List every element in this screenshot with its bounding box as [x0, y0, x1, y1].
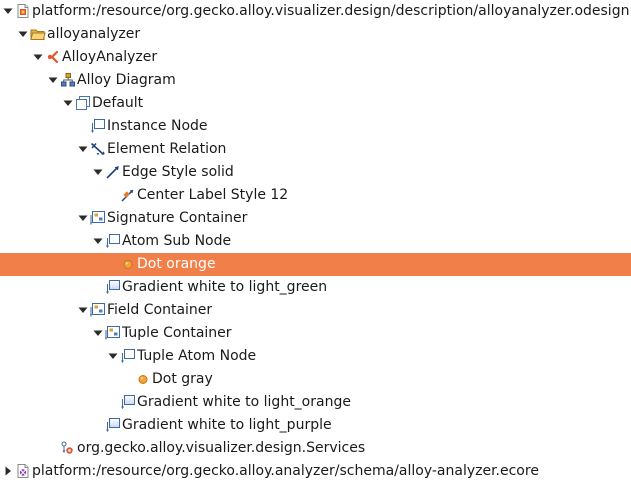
tree-item-label: Default: [92, 95, 144, 111]
tree-item-label: Element Relation: [107, 141, 227, 157]
tree-item-label: Center Label Style 12: [137, 187, 289, 203]
tree-item[interactable]: Tuple Atom Node: [0, 345, 631, 368]
tree-item-selected[interactable]: Dot orange: [0, 253, 631, 276]
tree-item-label: Instance Node: [107, 118, 208, 134]
tree-item-label: platform:/resource/org.gecko.alloy.analy…: [32, 463, 539, 479]
tree-item[interactable]: Element Relation: [0, 138, 631, 161]
expand-arrow-open-icon[interactable]: [2, 5, 14, 17]
dot-style-icon: [135, 371, 151, 387]
tree-item-label: Atom Sub Node: [122, 233, 232, 249]
container-mapping-icon: [105, 325, 121, 341]
tree-item-label: Field Container: [107, 302, 213, 318]
tree-item-label: Gradient white to light_orange: [137, 394, 351, 410]
expand-arrow-open-icon[interactable]: [77, 304, 89, 316]
tree-item-label: Tuple Container: [122, 325, 232, 341]
ecore-file-icon: [15, 463, 31, 479]
folder-icon: [30, 26, 46, 42]
edge-style-icon: [105, 164, 121, 180]
java-extension-icon: [60, 440, 76, 456]
tree-item[interactable]: Instance Node: [0, 115, 631, 138]
tree-item-label: platform:/resource/org.gecko.alloy.visua…: [32, 3, 630, 19]
node-mapping-icon: [90, 118, 106, 134]
tree-item-label: Gradient white to light_purple: [122, 417, 332, 433]
tree-item[interactable]: Gradient white to light_purple: [0, 414, 631, 437]
tree-item[interactable]: alloyanalyzer: [0, 23, 631, 46]
expand-arrow-open-icon[interactable]: [92, 235, 104, 247]
dot-style-icon: [120, 256, 136, 272]
gradient-style-icon: [105, 279, 121, 295]
tree-item[interactable]: Signature Container: [0, 207, 631, 230]
tree-item[interactable]: org.gecko.alloy.visualizer.design.Servic…: [0, 437, 631, 460]
expand-arrow-open-icon[interactable]: [92, 166, 104, 178]
tree-item[interactable]: AlloyAnalyzer: [0, 46, 631, 69]
tree-item[interactable]: Dot gray: [0, 368, 631, 391]
container-mapping-icon: [90, 302, 106, 318]
tree-item-label: AlloyAnalyzer: [62, 49, 158, 65]
expand-arrow-open-icon[interactable]: [17, 28, 29, 40]
expand-arrow-open-icon[interactable]: [107, 350, 119, 362]
tree-item[interactable]: platform:/resource/org.gecko.alloy.visua…: [0, 0, 631, 23]
node-mapping-icon: [105, 233, 121, 249]
layer-icon: [75, 95, 91, 111]
label-style-icon: [120, 187, 136, 203]
expand-arrow-open-icon[interactable]: [47, 74, 59, 86]
tree-item[interactable]: Gradient white to light_orange: [0, 391, 631, 414]
tree-item[interactable]: Gradient white to light_green: [0, 276, 631, 299]
edge-mapping-icon: [90, 141, 106, 157]
expand-arrow-open-icon[interactable]: [77, 143, 89, 155]
tree-item-label: Edge Style solid: [122, 164, 234, 180]
tree-item[interactable]: Center Label Style 12: [0, 184, 631, 207]
expand-arrow-open-icon[interactable]: [32, 51, 44, 63]
viewpoint-icon: [45, 49, 61, 65]
expand-arrow-open-icon[interactable]: [92, 327, 104, 339]
tree-item-label: alloyanalyzer: [47, 26, 141, 42]
gradient-style-icon: [105, 417, 121, 433]
tree-item-label: Dot gray: [152, 371, 213, 387]
diagram-description-icon: [60, 72, 76, 88]
expand-arrow-open-icon[interactable]: [77, 212, 89, 224]
tree-item[interactable]: Edge Style solid: [0, 161, 631, 184]
tree-item-label: org.gecko.alloy.visualizer.design.Servic…: [77, 440, 366, 456]
tree-item[interactable]: Field Container: [0, 299, 631, 322]
tree-item[interactable]: Tuple Container: [0, 322, 631, 345]
tree-item[interactable]: Alloy Diagram: [0, 69, 631, 92]
node-mapping-icon: [120, 348, 136, 364]
container-mapping-icon: [90, 210, 106, 226]
expand-arrow-closed-icon[interactable]: [2, 465, 14, 477]
odesign-file-icon: [15, 3, 31, 19]
tree-item[interactable]: Default: [0, 92, 631, 115]
tree-item-label: Tuple Atom Node: [137, 348, 257, 364]
expand-arrow-open-icon[interactable]: [62, 97, 74, 109]
tree-item-label: Signature Container: [107, 210, 248, 226]
tree-item-label: Dot orange: [137, 256, 216, 272]
tree-item-label: Gradient white to light_green: [122, 279, 328, 295]
tree-item-label: Alloy Diagram: [77, 72, 176, 88]
tree-item[interactable]: Atom Sub Node: [0, 230, 631, 253]
tree-item[interactable]: platform:/resource/org.gecko.alloy.analy…: [0, 460, 631, 483]
gradient-style-icon: [120, 394, 136, 410]
